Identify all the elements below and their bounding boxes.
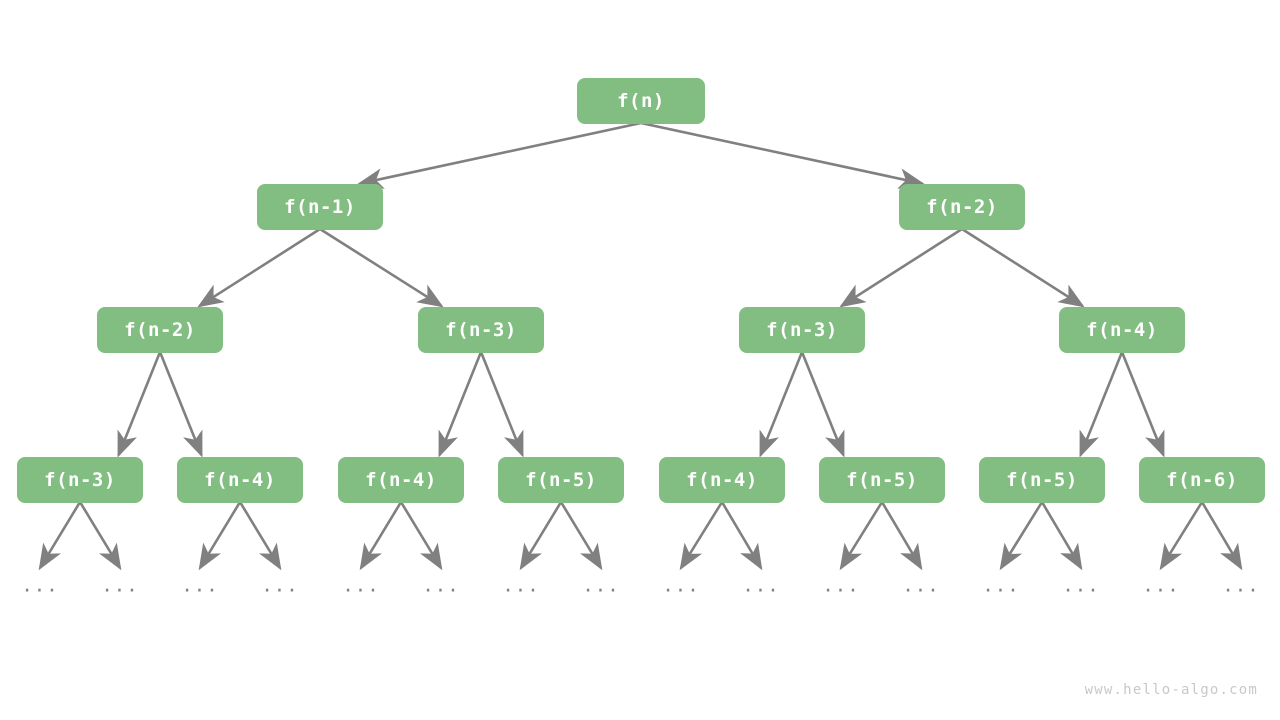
tree-edge <box>319 227 444 308</box>
ellipsis-marker: ... <box>582 574 620 597</box>
tree-node: f(n-4) <box>659 457 785 503</box>
tree-node: f(n-2) <box>97 307 223 353</box>
leaf-edge <box>720 501 763 571</box>
tree-node-label: f(n-4) <box>1086 319 1158 341</box>
ellipsis-marker: ... <box>822 574 860 597</box>
tree-edge <box>158 351 203 458</box>
ellipsis-marker: ... <box>662 574 700 597</box>
tree-node-label: f(n-6) <box>1166 469 1238 491</box>
leaf-edge <box>1200 501 1243 571</box>
tree-edge <box>1079 351 1124 458</box>
leaf-edge <box>679 501 724 571</box>
tree-node-label: f(n-4) <box>686 469 758 491</box>
ellipsis-marker: ... <box>422 574 460 597</box>
leaf-edge <box>38 501 82 571</box>
tree-node-label: f(n-4) <box>365 469 437 491</box>
ellipsis-marker: ... <box>502 574 540 597</box>
ellipsis-marker: ... <box>101 574 139 597</box>
tree-node: f(n-1) <box>257 184 383 230</box>
leaf-edge <box>359 501 403 571</box>
tree-edge <box>479 351 524 458</box>
leaf-edge <box>519 501 563 571</box>
tree-node: f(n-3) <box>17 457 143 503</box>
tree-node: f(n-3) <box>418 307 544 353</box>
tree-node-label: f(n-3) <box>766 319 838 341</box>
tree-node-label: f(n-3) <box>44 469 116 491</box>
tree-node: f(n) <box>577 78 705 124</box>
tree-node: f(n-5) <box>979 457 1105 503</box>
ellipsis-marker: ... <box>982 574 1020 597</box>
tree-node: f(n-4) <box>1059 307 1185 353</box>
tree-node-label: f(n-5) <box>525 469 597 491</box>
ellipsis-marker: ... <box>181 574 219 597</box>
ellipsis-marker: ... <box>742 574 780 597</box>
tree-node: f(n-4) <box>177 457 303 503</box>
leaf-edge <box>880 501 923 571</box>
tree-node-label: f(n-5) <box>846 469 918 491</box>
ellipsis-marker: ... <box>902 574 940 597</box>
tree-node: f(n-5) <box>498 457 624 503</box>
tree-edge <box>117 351 162 458</box>
tree-edge <box>1120 351 1165 458</box>
tree-edge <box>640 121 925 189</box>
leaf-edge <box>559 501 603 571</box>
tree-edge <box>800 351 845 458</box>
tree-edge <box>197 227 321 308</box>
tree-edge <box>839 227 963 308</box>
tree-edges <box>117 121 1165 458</box>
ellipsis-marker: ... <box>1142 574 1180 597</box>
ellipsis-marker: ... <box>21 574 59 597</box>
tree-edge <box>961 227 1085 308</box>
tree-edge <box>357 121 642 189</box>
tree-node: f(n-3) <box>739 307 865 353</box>
watermark: www.hello-algo.com <box>1084 682 1258 698</box>
tree-node-label: f(n-3) <box>445 319 517 341</box>
tree-node-label: f(n-2) <box>124 319 196 341</box>
tree-node: f(n-2) <box>899 184 1025 230</box>
ellipsis-marker: ... <box>1062 574 1100 597</box>
tree-node-label: f(n-1) <box>284 196 356 218</box>
leaf-edge <box>238 501 282 571</box>
tree-edge <box>438 351 483 458</box>
tree-node-label: f(n-4) <box>204 469 276 491</box>
leaf-edge <box>1040 501 1083 571</box>
leaf-edge <box>78 501 122 571</box>
leaf-edge <box>399 501 443 571</box>
tree-node-label: f(n-2) <box>926 196 998 218</box>
tree-node-label: f(n-5) <box>1006 469 1078 491</box>
leaf-edge <box>839 501 884 571</box>
leaf-edges <box>38 501 1243 571</box>
tree-node: f(n-5) <box>819 457 945 503</box>
ellipsis-marker: ... <box>261 574 299 597</box>
tree-edge <box>759 351 804 458</box>
leaf-edge <box>999 501 1044 571</box>
ellipsis-marker: ... <box>342 574 380 597</box>
leaf-edge <box>1159 501 1204 571</box>
ellipsis-marker: ... <box>1222 574 1260 597</box>
leaf-edge <box>198 501 242 571</box>
tree-node: f(n-6) <box>1139 457 1265 503</box>
tree-node-label: f(n) <box>617 90 665 112</box>
tree-node: f(n-4) <box>338 457 464 503</box>
